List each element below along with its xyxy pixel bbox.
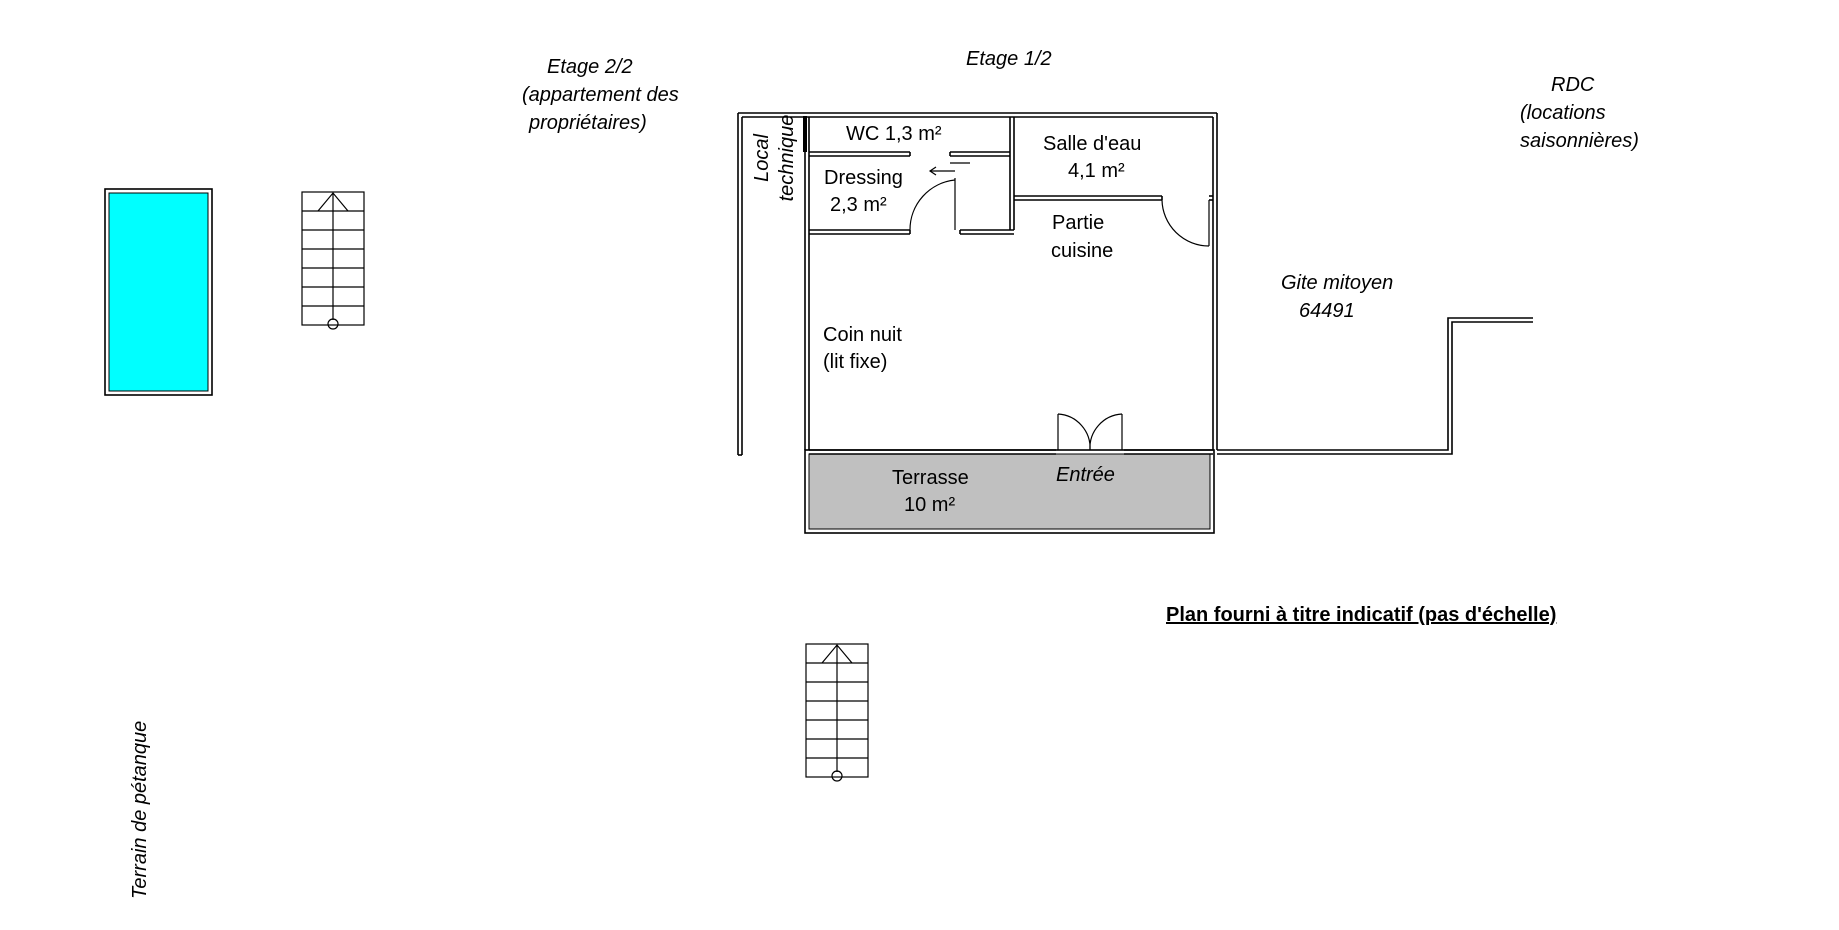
floor-etage1-title: Etage 1/2	[966, 48, 1052, 70]
room-local-technique-label: Local	[751, 134, 773, 182]
petanque-area: Terrain de pétanque	[129, 721, 151, 899]
floor-etage2-desc-2: propriétaires)	[528, 112, 647, 134]
room-dressing-area: 2,3 m²	[830, 194, 887, 216]
floor-rdc-desc: (locations	[1520, 102, 1606, 124]
terrace-label: Terrasse	[892, 467, 969, 489]
room-cuisine-label: Partie	[1052, 212, 1104, 234]
room-salle-eau-label: Salle d'eau	[1043, 133, 1141, 155]
room-cuisine-label-2: cuisine	[1051, 240, 1113, 262]
building-walls	[737, 112, 1218, 456]
room-coin-nuit-desc: (lit fixe)	[823, 351, 887, 373]
staircase-lower	[805, 643, 869, 782]
gite-outline	[1217, 317, 1533, 455]
room-wc-label: WC 1,3 m²	[846, 123, 942, 145]
staircase-upper	[301, 191, 365, 330]
entrance-label: Entrée	[1056, 464, 1115, 486]
terrace-area-label: 10 m²	[904, 494, 955, 516]
gite-label: Gite mitoyen	[1281, 272, 1393, 294]
swimming-pool	[104, 188, 213, 396]
room-local-technique: Local technique	[751, 115, 798, 202]
floor-etage2-title: Etage 2/2	[547, 56, 633, 78]
floor-etage2-desc: (appartement des	[522, 84, 679, 106]
terrace-area	[804, 449, 1215, 534]
floor-rdc-title: RDC	[1551, 74, 1595, 96]
room-coin-nuit-label: Coin nuit	[823, 324, 902, 346]
room-salle-eau-area: 4,1 m²	[1068, 160, 1125, 182]
pool-water	[108, 192, 209, 392]
petanque-label: Terrain de pétanque	[129, 721, 151, 899]
floor-rdc-desc-2: saisonnières)	[1520, 130, 1639, 152]
scale-disclaimer: Plan fourni à titre indicatif (pas d'éch…	[1166, 604, 1556, 626]
doors	[803, 116, 1210, 451]
room-local-technique-label-2: technique	[776, 115, 798, 202]
room-dressing-label: Dressing	[824, 167, 903, 189]
interior-walls	[809, 117, 1213, 235]
gite-number: 64491	[1299, 300, 1355, 322]
